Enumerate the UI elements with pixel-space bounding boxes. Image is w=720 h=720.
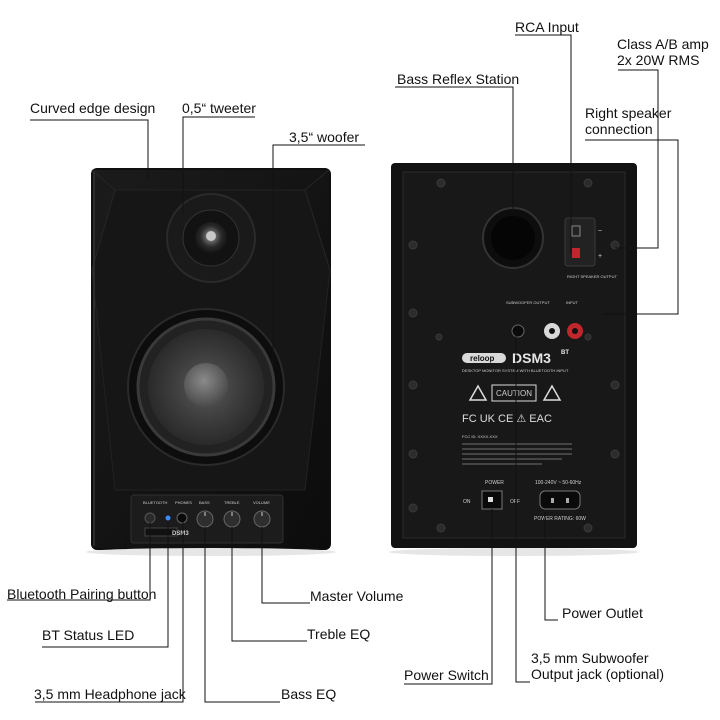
power-on-label: ON bbox=[463, 499, 471, 505]
rear-brand: reloop bbox=[470, 354, 495, 363]
callout-bt-pairing: Bluetooth Pairing button bbox=[7, 586, 157, 602]
power-label: POWER bbox=[485, 480, 504, 486]
rear-label-subwoofer: SUBWOOFER OUTPUT bbox=[506, 300, 550, 305]
caution-label: CAUTION bbox=[496, 389, 532, 398]
rear-label-input: INPUT bbox=[566, 300, 579, 305]
rear-screws bbox=[408, 178, 620, 533]
headphone-jack-graphic bbox=[176, 512, 188, 524]
bt-led-graphic bbox=[165, 515, 171, 521]
front-speaker: BLUETOOTH PHONES BASS TREBLE VOLUME DSM3 bbox=[86, 168, 336, 556]
rear-speaker: – + RIGHT SPEAKER OUTPUT SUBWOOFER OUTPU… bbox=[389, 163, 639, 556]
rear-power-switch: POWER ON OFF bbox=[463, 480, 520, 510]
terminal-plus: + bbox=[598, 253, 602, 260]
rear-caution: CAUTION FC UK CE ⚠ EAC FCC ID: XXXX-XXX bbox=[462, 384, 572, 465]
callout-woofer: 3,5“ woofer bbox=[289, 129, 360, 145]
bt-pair-button-graphic bbox=[144, 512, 156, 524]
callout-sub-line2: Output jack (optional) bbox=[531, 666, 665, 682]
callout-bt-led: BT Status LED bbox=[42, 627, 135, 643]
front-control-panel: BLUETOOTH PHONES BASS TREBLE VOLUME DSM3 bbox=[130, 494, 284, 544]
callout-rca-input: RCA Input bbox=[515, 19, 579, 35]
rear-model: DSM3 bbox=[512, 350, 551, 366]
callout-bass-eq: Bass EQ bbox=[281, 686, 337, 702]
front-label-treble: TREBLE bbox=[224, 500, 240, 505]
front-label-phones: PHONES bbox=[175, 500, 192, 505]
fcc-id: FCC ID: XXXX-XXX bbox=[462, 434, 498, 439]
callout-power-switch: Power Switch bbox=[404, 667, 489, 683]
front-logo: DSM3 bbox=[172, 531, 189, 537]
cert-marks: FC UK CE ⚠ EAC bbox=[462, 413, 552, 425]
bass-reflex-port bbox=[482, 207, 544, 269]
tweeter bbox=[166, 193, 256, 283]
woofer bbox=[127, 308, 285, 466]
callout-sub-line1: 3,5 mm Subwoofer bbox=[531, 650, 649, 666]
callout-headphone: 3,5 mm Headphone jack bbox=[34, 686, 186, 702]
callout-tweeter: 0,5“ tweeter bbox=[182, 100, 256, 116]
callout-right-conn-line1: Right speaker bbox=[585, 105, 672, 121]
voltage-label: 100-240V ~ 50-60Hz bbox=[535, 480, 582, 486]
rear-inputs: SUBWOOFER OUTPUT INPUT bbox=[506, 300, 583, 339]
front-label-bass: BASS bbox=[199, 500, 210, 505]
rear-branding: reloop DSM3 BT DESKTOP MONITOR SYSTEM WI… bbox=[462, 350, 569, 373]
rear-model-sup: BT bbox=[561, 350, 569, 356]
power-rating-label: POWER RATING: 60W bbox=[534, 516, 586, 522]
rear-tagline: DESKTOP MONITOR SYSTEM WITH BLUETOOTH IN… bbox=[462, 368, 569, 373]
callout-bass-reflex: Bass Reflex Station bbox=[397, 71, 520, 87]
callout-curved-edge: Curved edge design bbox=[30, 100, 156, 116]
callout-master-volume: Master Volume bbox=[310, 588, 404, 604]
rear-power-outlet: 100-240V ~ 50-60Hz POWER RATING: 60W bbox=[534, 480, 586, 522]
speaker-terminals: – + RIGHT SPEAKER OUTPUT bbox=[564, 217, 617, 279]
terminal-minus: – bbox=[598, 227, 602, 234]
callout-lines bbox=[7, 34, 679, 703]
callout-treble-eq: Treble EQ bbox=[307, 626, 371, 642]
callout-power-outlet: Power Outlet bbox=[562, 605, 643, 621]
front-label-volume: VOLUME bbox=[253, 500, 270, 505]
callout-class-ab-line1: Class A/B amp bbox=[617, 36, 709, 52]
front-label-pair: BLUETOOTH bbox=[143, 500, 167, 505]
callout-right-conn-line2: connection bbox=[585, 121, 653, 137]
callout-class-ab-line2: 2x 20W RMS bbox=[617, 52, 700, 68]
rear-label-right-speaker: RIGHT SPEAKER OUTPUT bbox=[567, 274, 617, 279]
power-off-label: OFF bbox=[510, 499, 520, 505]
